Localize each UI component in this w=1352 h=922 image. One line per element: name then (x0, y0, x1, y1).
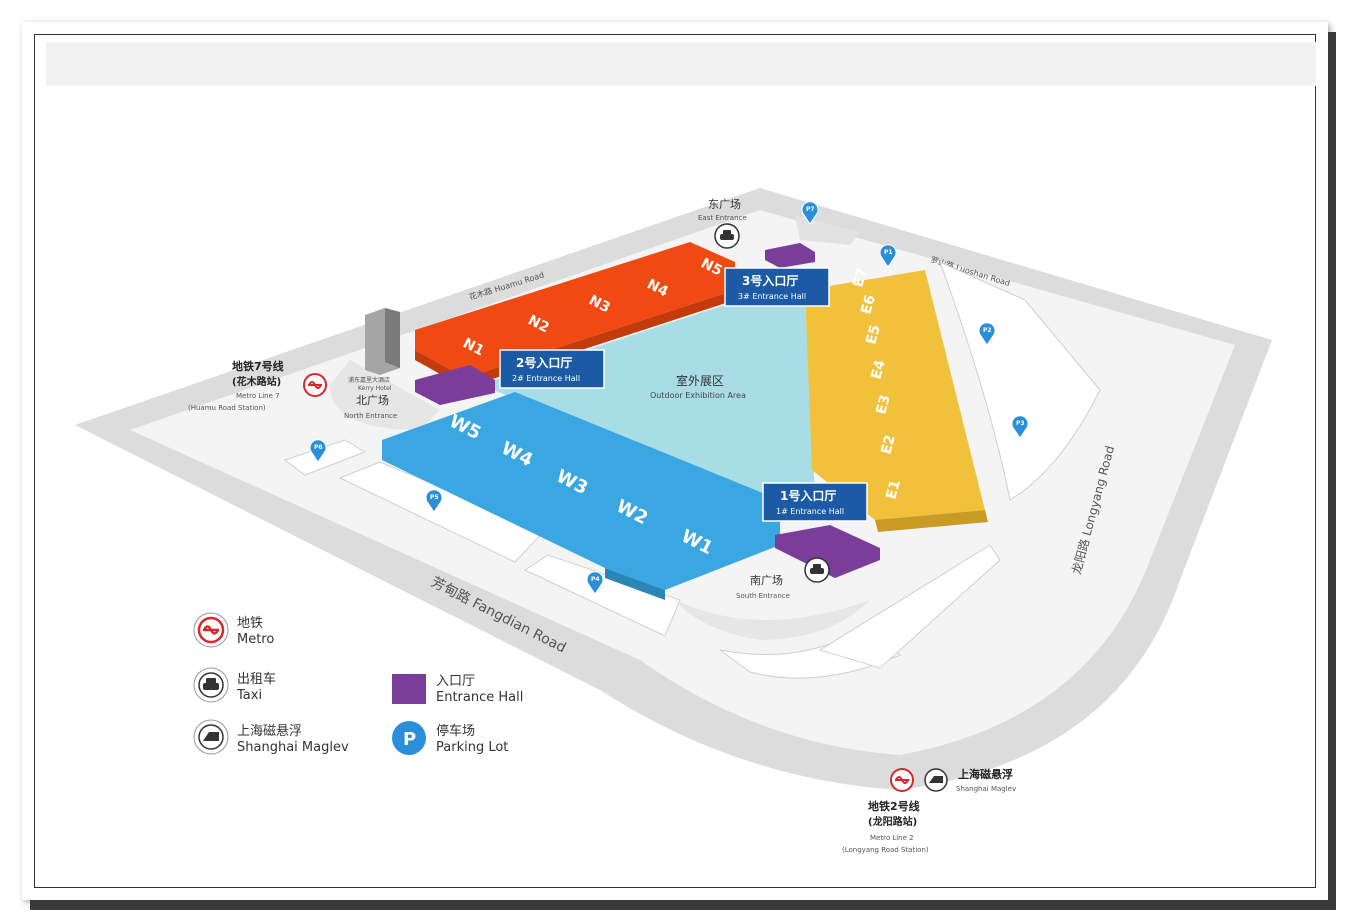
entrance-hall-2-cn: 2号入口厅 (516, 355, 572, 370)
parking-pin-p3: P3 (1011, 415, 1029, 439)
metro2-station-en: (Longyang Road Station) (842, 846, 929, 854)
entrance-hall-1-en: 1# Entrance Hall (776, 507, 844, 516)
entrance-hall-swatch (392, 674, 426, 704)
hall-label-e3: E3 (873, 393, 893, 416)
parking-pin-label: P7 (806, 206, 815, 213)
legend-parking-cn: 停车场 (436, 723, 475, 739)
parking-lot-p4 (523, 554, 681, 637)
hall-label-e4: E4 (868, 358, 889, 381)
legend-metro-cn: 地铁 (237, 616, 263, 631)
legend-parking-en: Parking Lot (436, 740, 508, 755)
east-plaza-cn: 东广场 (708, 197, 741, 211)
parking-pin-label: P3 (1016, 420, 1025, 427)
taxi-icon (804, 557, 830, 583)
maglev-station-en: Shanghai Maglev (956, 785, 1016, 793)
south-plaza-cn: 南广场 (750, 573, 783, 587)
parking-pin-label: P4 (591, 576, 600, 583)
legend-maglev-cn: 上海磁悬浮 (237, 724, 302, 739)
metro2-en: Metro Line 2 (870, 834, 914, 842)
parking-pin-p2: P2 (978, 322, 996, 346)
taxi-icon (193, 667, 229, 703)
hotel-cn: 浦东嘉里大酒店 (348, 376, 390, 384)
header-band (46, 42, 1316, 86)
legend-parking-symbol: P (403, 729, 416, 750)
hall-label-e5: E5 (863, 323, 883, 346)
legend-entrance-en: Entrance Hall (436, 690, 523, 705)
taxi-icon (714, 223, 740, 249)
entrance-hall-3 (765, 243, 815, 268)
legend-taxi-en: Taxi (236, 688, 262, 703)
north-plaza-area (330, 360, 440, 430)
parking-pin-p7: P7 (801, 201, 819, 225)
parking-icon: P (392, 721, 426, 755)
outdoor-exhibition-area (480, 300, 815, 495)
hall-label-e2: E2 (878, 433, 898, 456)
parking-pin-p6: P6 (309, 439, 327, 463)
south-plaza-en: South Entrance (736, 592, 790, 600)
hall-label-e1: E1 (883, 478, 903, 501)
north-plaza-en: North Entrance (344, 412, 397, 420)
maglev-icon (924, 768, 948, 792)
hotel-en: Kerry Hotel (358, 385, 392, 392)
legend-entrance-cn: 入口厅 (436, 674, 475, 689)
legend: 地铁 Metro 出租车 Taxi 上海磁悬浮 Shanghai Maglev … (193, 612, 523, 755)
parking-pin-label: P1 (884, 249, 893, 256)
parking-pin-label: P6 (314, 444, 323, 451)
parking-pin-p4: P4 (586, 571, 604, 595)
hall-label-e6: E6 (858, 293, 878, 316)
entrance-hall-3-cn: 3号入口厅 (742, 273, 798, 288)
outdoor-area-cn: 室外展区 (676, 373, 724, 388)
entrance-hall-2-en: 2# Entrance Hall (512, 374, 580, 383)
south-plaza-area (675, 600, 870, 640)
hall-label-e7: E7 (850, 266, 870, 289)
parking-pin-p5: P5 (425, 489, 443, 513)
entrance-label-1: 1号入口厅 1# Entrance Hall (762, 482, 868, 522)
metro7-station-en: (Huamu Road Station) (188, 404, 266, 412)
entrance-hall-1-cn: 1号入口厅 (780, 488, 836, 503)
metro-icon (193, 612, 229, 648)
entrance-label-3: 3号入口厅 3# Entrance Hall (724, 267, 830, 307)
legend-maglev-en: Shanghai Maglev (237, 740, 349, 755)
metro7-en: Metro Line 7 (236, 392, 280, 400)
metro7-cn: 地铁7号线 (232, 359, 284, 373)
kerry-hotel-building (365, 308, 400, 375)
legend-taxi-cn: 出租车 (237, 671, 276, 687)
entrance-hall-3-en: 3# Entrance Hall (738, 292, 806, 301)
outdoor-area-en: Outdoor Exhibition Area (650, 391, 746, 400)
metro2-station-cn: (龙阳路站) (868, 815, 917, 828)
parking-lot-p2-p3 (939, 261, 1101, 501)
east-halls: E1 E2 E3 E4 E5 E6 E7 (805, 266, 988, 532)
legend-metro-en: Metro (237, 632, 274, 647)
east-plaza-en: East Entrance (698, 214, 747, 222)
east-lot-strip (818, 544, 1001, 669)
parking-pin-p1: P1 (879, 244, 897, 268)
metro-icon (890, 768, 914, 792)
entrance-hall-1 (775, 525, 880, 578)
entrance-label-2: 2号入口厅 2# Entrance Hall (499, 349, 605, 389)
parking-pin-label: P2 (983, 327, 992, 334)
metro2-cn: 地铁2号线 (868, 799, 920, 813)
parking-pin-label: P5 (430, 494, 439, 501)
metro-icon (303, 373, 327, 397)
maglev-station-cn: 上海磁悬浮 (958, 767, 1013, 781)
metro7-station-cn: (花木路站) (232, 375, 281, 388)
north-plaza-cn: 北广场 (356, 393, 389, 407)
maglev-icon (193, 719, 229, 755)
entrance-hall-2 (415, 365, 495, 405)
